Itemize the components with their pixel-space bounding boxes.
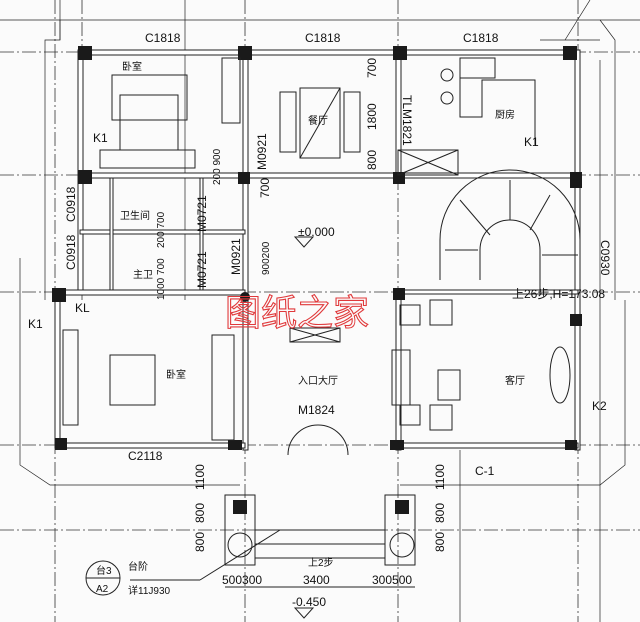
marker-label: K1 bbox=[93, 131, 108, 145]
outside-level: -0.450 bbox=[292, 595, 326, 609]
dimension-label: 1100 bbox=[193, 464, 207, 490]
marker-label: K2 bbox=[592, 399, 607, 413]
spiral-stair bbox=[439, 169, 581, 295]
dimension-label: 1100 bbox=[433, 464, 447, 490]
room-label: 主卫 bbox=[133, 269, 153, 281]
room-label: 厨房 bbox=[495, 108, 515, 121]
dimension-label: 900200 bbox=[261, 241, 272, 275]
door-label: M0921 bbox=[229, 238, 243, 275]
window-label: C1818 bbox=[305, 31, 341, 45]
door-label: M0721 bbox=[195, 195, 209, 232]
room-label: 卧室 bbox=[122, 60, 142, 73]
window-label: C1818 bbox=[463, 31, 499, 45]
room-label: 餐厅 bbox=[308, 114, 328, 127]
room-label: 卧室 bbox=[166, 368, 186, 381]
window-label: C2118 bbox=[128, 449, 163, 463]
detail-reference bbox=[85, 560, 121, 596]
dimension-label: 800 bbox=[193, 532, 207, 552]
marker-label: K1 bbox=[524, 135, 539, 149]
furniture bbox=[62, 57, 571, 441]
door-label: M1824 bbox=[298, 403, 335, 417]
marker-label: K1 bbox=[28, 317, 43, 331]
room-label: 入口大厅 bbox=[298, 374, 338, 387]
door-label: M0921 bbox=[255, 133, 269, 170]
room-label: 卫生间 bbox=[120, 209, 150, 222]
room-label: 客厅 bbox=[505, 374, 525, 387]
detail-sheet: A2 bbox=[96, 584, 109, 595]
dimension-label: 1800 bbox=[365, 103, 379, 130]
door-label: TLM1821 bbox=[400, 95, 414, 146]
window-label: C0918 bbox=[64, 186, 78, 222]
window-label: C1818 bbox=[145, 31, 181, 45]
dimension-label: 500300 bbox=[222, 573, 262, 587]
detail-ref: 详11J930 bbox=[128, 584, 171, 597]
door-label: M0721 bbox=[195, 251, 209, 288]
window-label: C0930 bbox=[598, 240, 612, 276]
dimension-label: 800 bbox=[193, 503, 207, 523]
stair-note: 上26步,H=173.08 bbox=[512, 287, 605, 301]
dimension-label: 800 bbox=[433, 532, 447, 552]
dimension-label: 300500 bbox=[372, 573, 412, 587]
window-label: C-1 bbox=[475, 464, 495, 478]
dimension-label: 700 bbox=[258, 178, 272, 198]
detail-number: 台3 bbox=[96, 564, 112, 577]
dimension-label: 800 bbox=[433, 503, 447, 523]
dimension-label: 200 900 bbox=[212, 148, 223, 185]
steps-note: 上2步 bbox=[308, 557, 334, 569]
columns bbox=[52, 46, 582, 514]
eaves-outline bbox=[19, 0, 626, 486]
dimension-label: 200 700 bbox=[156, 211, 167, 248]
floor-level: ±0.000 bbox=[298, 225, 335, 239]
marker-label: KL bbox=[75, 301, 90, 315]
detail-label: 台阶 bbox=[128, 560, 148, 573]
dimension-label: 800 bbox=[365, 150, 379, 170]
dimension-label: 3400 bbox=[303, 573, 330, 587]
watermark: 图纸之家 bbox=[225, 293, 369, 334]
window-label: C0918 bbox=[64, 234, 78, 270]
dimension-label: 700 bbox=[365, 58, 379, 78]
labels: C1818 C1818 C1818 C2118 C-1 C0918 C0918 … bbox=[28, 31, 612, 609]
dimension-label: 1000 700 bbox=[156, 258, 167, 300]
entrance-porch bbox=[130, 236, 416, 619]
